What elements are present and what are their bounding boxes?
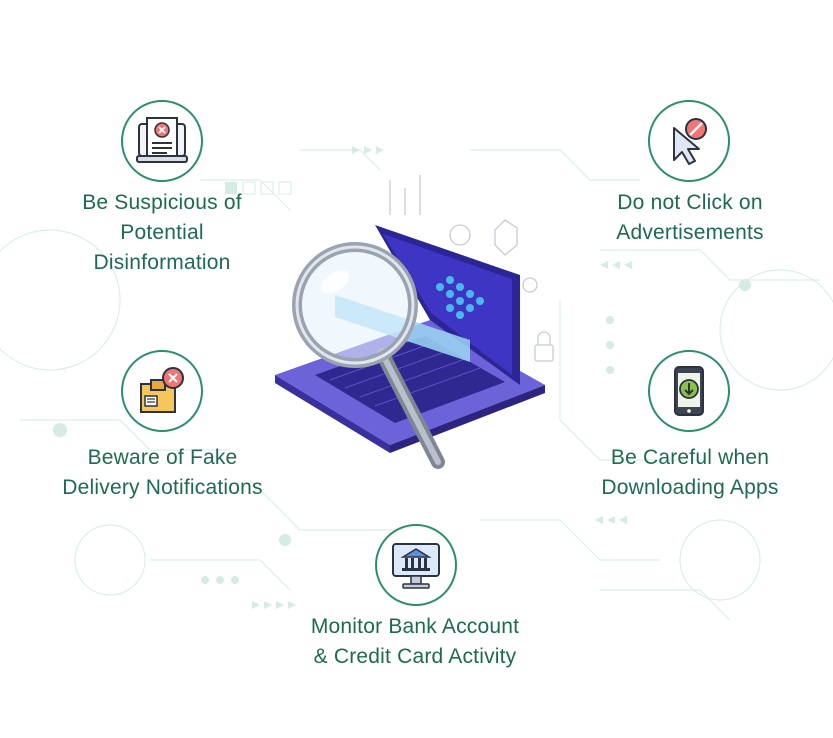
tip-line: Potential [120, 221, 204, 244]
laptop-magnifier-icon [275, 175, 554, 469]
tip-label: Beware of Fake Delivery Notifications [40, 443, 285, 503]
tip-line: Be Suspicious of [82, 191, 242, 214]
bank-screen-icon [375, 524, 457, 606]
tip-line: Be Careful when [610, 446, 770, 469]
fake-package-icon [121, 350, 203, 432]
tip-line: Monitor Bank Account [310, 615, 520, 638]
tip-label: Be Careful when Downloading Apps [580, 443, 800, 503]
phone-download-icon [648, 350, 730, 432]
tip-line: Advertisements [616, 221, 764, 244]
tip-line: Do not Click on [617, 191, 763, 214]
tip-line: Delivery Notifications [62, 476, 263, 499]
tip-line: Downloading Apps [601, 476, 779, 499]
blocked-cursor-icon [648, 100, 730, 182]
tip-label: Monitor Bank Account & Credit Card Activ… [280, 612, 550, 672]
tip-line: Disinformation [93, 251, 231, 274]
document-error-icon [121, 100, 203, 182]
tip-label: Do not Click on Advertisements [580, 188, 800, 248]
tip-label: Be Suspicious of Potential Disinformatio… [52, 188, 272, 278]
tip-line: & Credit Card Activity [313, 645, 517, 668]
tip-line: Beware of Fake [87, 446, 238, 469]
